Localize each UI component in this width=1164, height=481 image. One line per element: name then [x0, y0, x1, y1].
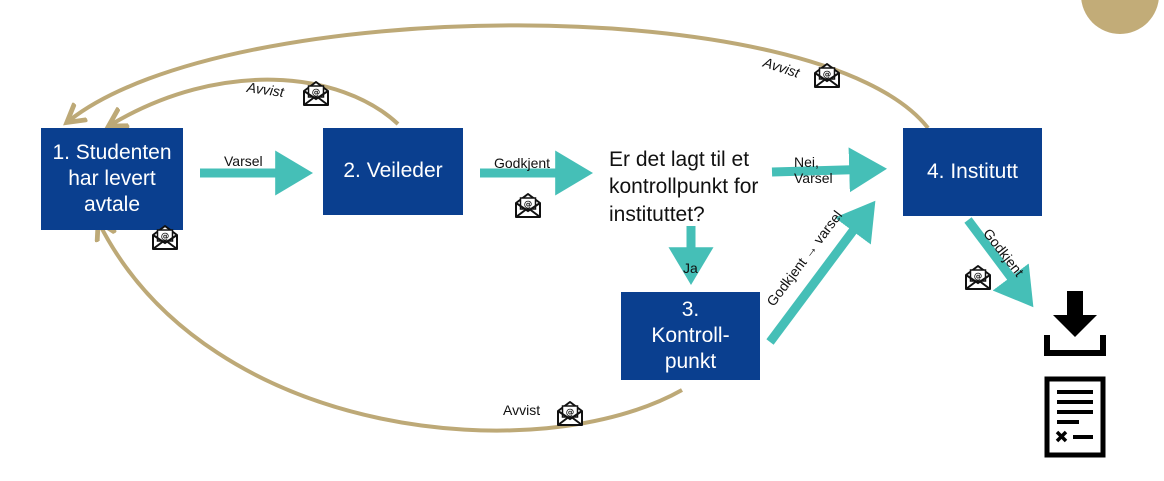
svg-text:@: @ — [161, 232, 170, 242]
email-envelope-icon: @ — [513, 190, 543, 220]
arrow-kontrollpunkt-rejected — [100, 225, 683, 433]
arrow-institutt-rejected — [70, 23, 930, 130]
label-varsel: Varsel — [224, 153, 263, 169]
node-studenten: 1. Studenten har levert avtale — [41, 128, 183, 230]
svg-text:@: @ — [974, 272, 983, 282]
arrow-veileder-rejected — [112, 77, 400, 124]
download-icon — [1043, 291, 1107, 362]
svg-text:@: @ — [524, 200, 533, 210]
email-envelope-icon: @ — [150, 222, 180, 252]
label-nei-varsel: Nei, Varsel — [794, 154, 833, 187]
node-kontrollpunkt: 3. Kontroll-punkt — [621, 292, 760, 380]
decision-question: Er det lagt til et kontrollpunkt for ins… — [609, 148, 759, 226]
email-envelope-icon: @ — [555, 398, 585, 428]
email-envelope-icon: @ — [812, 60, 842, 90]
svg-text:@: @ — [566, 408, 575, 418]
arrow-institutt-to-download — [964, 217, 1034, 308]
label-godkjent-veileder: Godkjent — [494, 155, 551, 171]
node-veileder: 2. Veileder — [323, 128, 463, 215]
label-avvist-kontrollpunkt: Avvist — [503, 402, 541, 418]
svg-text:@: @ — [312, 88, 321, 98]
email-envelope-icon: @ — [963, 262, 993, 292]
arrow-kontrollpunkt-to-institutt — [766, 200, 876, 345]
svg-text:@: @ — [823, 70, 832, 80]
email-envelope-icon: @ — [301, 78, 331, 108]
node-institutt: 4. Institutt — [903, 128, 1042, 216]
arrow-question-to-institutt — [771, 147, 887, 193]
document-checklist-icon — [1044, 376, 1106, 463]
label-ja: Ja — [683, 260, 698, 276]
